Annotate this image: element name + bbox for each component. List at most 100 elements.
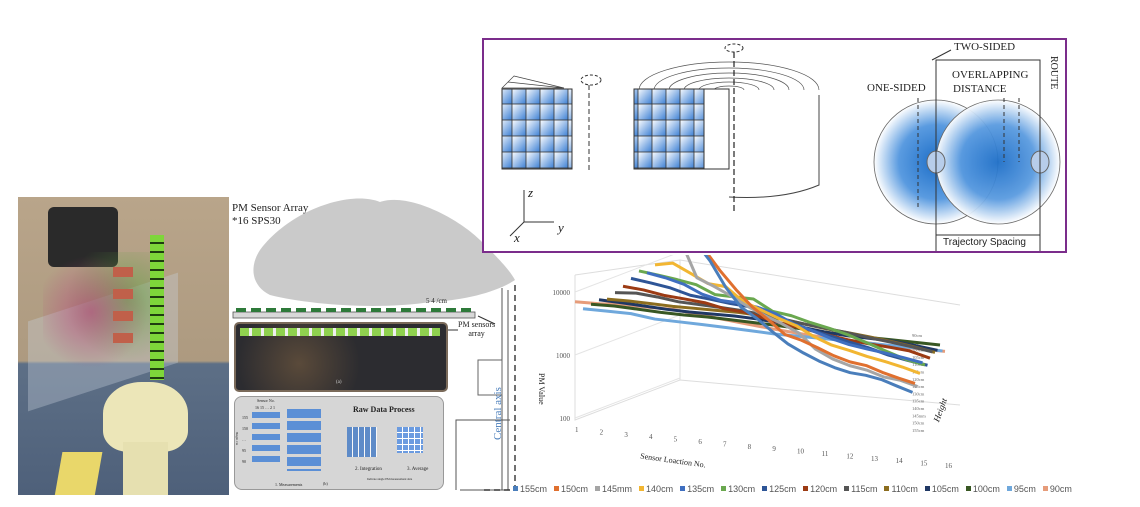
depth-tick-label: 135cm (912, 399, 925, 404)
legend-label: 95cm (1013, 484, 1036, 494)
height-axis-label: Height /cm (235, 431, 240, 446)
average-grid (397, 427, 423, 453)
series-line-150cm (706, 255, 916, 385)
depth-tick-label: 105cm (912, 355, 925, 360)
legend-swatch (803, 486, 809, 491)
two-sided-label: TWO-SIDED (954, 41, 1016, 53)
xyz-axes-icon (509, 190, 554, 237)
legend-label: 150cm (561, 484, 589, 494)
x-tick-label: 1 (575, 426, 579, 434)
legend-label: 125cm (769, 484, 797, 494)
legend-label: 120cm (810, 484, 838, 494)
legend-swatch (595, 486, 601, 491)
legend-swatch (924, 486, 930, 491)
wires (43, 252, 163, 372)
legend-item: 100cm (965, 484, 1000, 494)
overlap-label-2: DISTANCE (953, 83, 1007, 95)
depth-tick-label: 110cm (912, 362, 925, 367)
scanning-diagram: z x y TWO-SIDED ONE-SIDED OVERLAPPING DI… (482, 38, 1067, 253)
step-integration: 2. Integration (355, 467, 382, 472)
particle-plume (253, 198, 515, 306)
sensor-rig-photo (18, 197, 229, 495)
sensor-grid-flat (501, 88, 573, 170)
x-tick-label: 6 (698, 438, 702, 446)
sensor-rail (232, 311, 476, 319)
x-tick-label: 8 (748, 443, 752, 451)
panel-caption: (b) (323, 481, 328, 486)
legend-item: 120cm (803, 484, 837, 494)
x-tick-label: 4 (649, 433, 653, 441)
legend-swatch (762, 486, 768, 491)
depth-tick-label: 90cm (912, 333, 922, 338)
legend-swatch (965, 486, 971, 491)
red-modules (113, 267, 133, 347)
legend-item: 115cm (844, 484, 877, 494)
stacked-rows (287, 409, 321, 471)
scanning-geometry (501, 43, 1061, 251)
legend-swatch (680, 486, 686, 491)
spacing-label: 5 4 /cm (426, 297, 447, 305)
sensor-numbers: 16 15 … 2 1 (255, 405, 275, 410)
legend-item: 110cm (884, 484, 918, 494)
chart-wall (574, 259, 961, 421)
sensor-grid-cylinder (633, 88, 705, 170)
x-tick-label: 2 (600, 428, 604, 436)
x-tick-label: 3 (624, 431, 628, 439)
legend-swatch (513, 486, 518, 491)
step-average: 3. Average (407, 467, 429, 472)
overlap-label-1: OVERLAPPING (952, 69, 1029, 81)
legend-swatch (1006, 486, 1012, 491)
depth-tick-label: 155cm (912, 428, 925, 433)
x-tick-label: 9 (772, 445, 776, 453)
photo-caption: (a) (336, 380, 342, 385)
legend-item: 130cm (721, 484, 755, 494)
depth-tick-label: 120cm (912, 377, 925, 382)
axis-x-label: x (514, 230, 520, 245)
y-tick-label: 100 (560, 415, 571, 423)
x-tick-label: 10 (797, 448, 805, 456)
integrated-grid (347, 427, 377, 457)
sensor-array-figure: PM Sensor Array *16 SPS30 5 4 /cm PM sen… (230, 190, 520, 500)
y-tick-label: 1000 (556, 352, 571, 360)
depth-tick-label: 145mm (912, 413, 926, 418)
fan-base (123, 442, 168, 495)
x-tick-label: 7 (723, 440, 727, 448)
legend-item: 155cm (513, 484, 547, 494)
x-tick-label: 11 (822, 450, 829, 458)
legend-swatch (639, 486, 645, 491)
legend-item: 95cm (1006, 484, 1036, 494)
legend-label: 130cm (728, 484, 756, 494)
legend-label: 110cm (891, 484, 918, 494)
axis-y-label: y (558, 220, 564, 235)
trajectory-spacing-label: Trajectory Spacing (943, 237, 1026, 248)
depth-tick-label: 130cm (912, 391, 925, 396)
legend-label: 155cm (520, 484, 548, 494)
fan-object (103, 382, 188, 452)
chart-legend: 155cm 150cm 145mm 140cm 135cm 130cm 125cm 120cm… (513, 484, 1072, 494)
legend-item: 105cm (924, 484, 959, 494)
legend-item: 125cm (762, 484, 796, 494)
y-axis-label: PM Value (537, 373, 546, 405)
depth-tick-label: 150cm (912, 421, 925, 426)
raw-data-process-panel: Raw Data Process Sensor No. 16 15 … 2 1 … (234, 396, 444, 490)
legend-swatch (884, 486, 890, 491)
legend-item: 150cm (554, 484, 588, 494)
gridline (574, 314, 681, 356)
legend-item: 90cm (1042, 484, 1072, 494)
gridline (574, 255, 674, 293)
yellow-box (53, 452, 103, 495)
legend-label: 90cm (1049, 484, 1072, 494)
legend-item: 135cm (680, 484, 714, 494)
route-label: ROUTE (1048, 56, 1059, 90)
legend-label: 140cm (646, 484, 674, 494)
legend-swatch (1042, 486, 1048, 491)
central-axis-label: Central axis (492, 387, 504, 440)
legend-item: 140cm (639, 484, 673, 494)
legend-label: 105cm (931, 484, 959, 494)
legend-item: 145mm (595, 484, 632, 494)
series-line-140cm (654, 261, 921, 375)
gridline (574, 377, 681, 419)
